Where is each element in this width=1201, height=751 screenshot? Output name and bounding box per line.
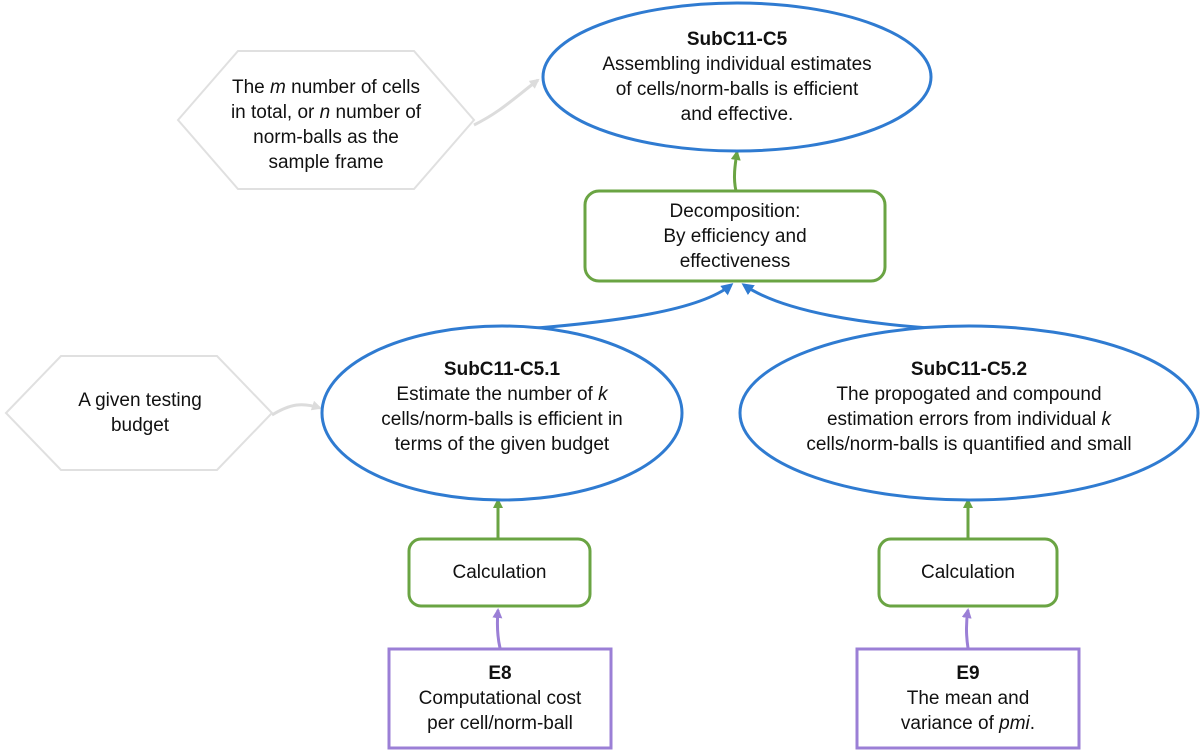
evidence-e9-shape <box>855 647 1081 750</box>
connector-e8-to-calc1 <box>492 608 503 649</box>
goal-c5-line: of cells/norm-balls is efficient <box>615 79 859 100</box>
connector-budget-to-c51 <box>271 400 322 417</box>
context-budget-shape <box>4 355 274 471</box>
goal-c5-2-line: The propogated and compound <box>836 384 1102 405</box>
strategy-line: Calculation <box>452 562 547 583</box>
strategy-line: Calculation <box>921 562 1015 583</box>
goal-c5-1: SubC11-C5.1 Estimate the number of k cel… <box>345 352 659 462</box>
connector-context-top-to-c5 <box>473 78 540 127</box>
goal-c5-1-line: Estimate the number of k <box>396 384 608 405</box>
strategy-line: By efficiency and <box>663 225 807 247</box>
strategy-calculation-1: Calculation <box>412 542 587 603</box>
strategy-line: effectiveness <box>679 250 791 272</box>
context-line: budget <box>110 415 170 436</box>
evidence-line: variance of pmi. <box>900 713 1036 734</box>
strategy-decomposition: Decomposition: By efficiency and effecti… <box>590 198 880 274</box>
goal-c5-title: SubC11-C5 <box>686 29 788 50</box>
evidence-e9-title: E9 <box>956 663 980 684</box>
context-line: The m number of cells <box>232 77 420 98</box>
italic-variable: k <box>1101 409 1112 430</box>
evidence-line: Computational cost <box>418 688 582 709</box>
evidence-e9: E9 The mean and variance of pmi. <box>860 652 1076 745</box>
italic-variable: k <box>598 384 608 405</box>
goal-c5-1-line: terms of the given budget <box>394 434 610 455</box>
goal-c5-line: Assembling individual estimates <box>602 54 872 75</box>
goal-c5-2: SubC11-C5.2 The propogated and compound … <box>752 352 1186 462</box>
evidence-e8: E8 Computational cost per cell/norm-ball <box>392 652 608 745</box>
goal-c5-2-title: SubC11-C5.2 <box>910 359 1028 380</box>
context-line: norm-balls as the <box>253 127 399 148</box>
strategy-calc2-shape <box>877 537 1059 608</box>
evidence-line: per cell/norm-ball <box>427 713 573 734</box>
italic-variable: pmi <box>999 713 1030 734</box>
connector-e9-to-calc2 <box>961 608 972 649</box>
italic-variable: n <box>319 102 331 123</box>
context-testing-budget: A given testing budget <box>40 387 240 439</box>
goal-c5-2-line: estimation errors from individual k <box>826 409 1112 430</box>
strategy-calculation-2: Calculation <box>882 542 1054 603</box>
goal-c5-2-line: cells/norm-balls is quantified and small <box>806 434 1132 455</box>
context-line: A given testing <box>78 390 202 411</box>
context-line: sample frame <box>268 152 384 173</box>
strategy-decomp-shape <box>583 189 887 283</box>
context-line: in total, or n number of <box>230 102 422 123</box>
strategy-line: Decomposition: <box>669 200 801 222</box>
goal-c5-line: and effective. <box>680 104 794 125</box>
context-sample-frame: The m number of cells in total, or n num… <box>200 70 452 180</box>
evidence-line: The mean and <box>906 688 1030 709</box>
goal-c5-1-line: cells/norm-balls is efficient in <box>381 409 623 430</box>
evidence-e8-shape <box>387 647 613 750</box>
connector-c51-to-decomp <box>511 283 734 332</box>
evidence-e8-title: E8 <box>488 663 512 684</box>
goal-c52-shape <box>738 324 1200 502</box>
goal-c5-1-title: SubC11-C5.1 <box>443 359 561 380</box>
connector-c52-to-decomp <box>741 283 971 332</box>
context-top-shape <box>176 50 476 190</box>
strategy-calc1-shape <box>407 537 592 608</box>
goal-c5-shape <box>541 1 933 153</box>
goal-c51-shape <box>320 324 684 502</box>
connector-decomp-to-c5 <box>730 150 741 192</box>
goal-c5: SubC11-C5 Assembling individual estimate… <box>560 22 914 132</box>
italic-variable: m <box>270 77 286 98</box>
